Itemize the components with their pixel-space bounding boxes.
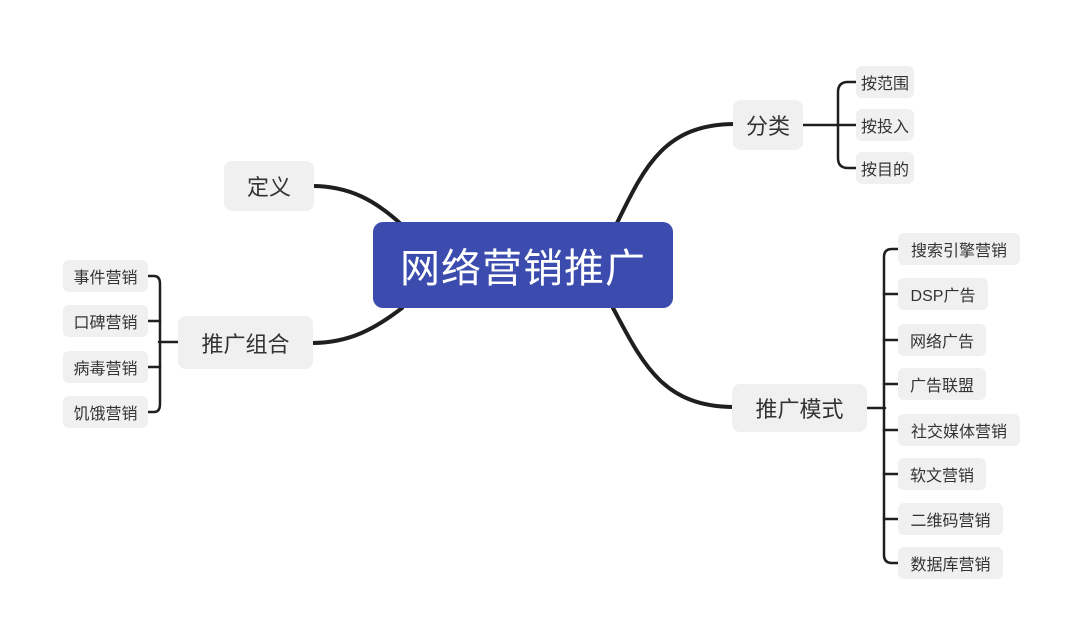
connector-promotion-mode-bracket [882, 247, 900, 565]
connector-root-promotion-mode [611, 306, 736, 409]
branch-promotion-mode-node[interactable]: 推广模式 [732, 384, 867, 432]
branch-definition-node[interactable]: 定义 [224, 161, 314, 211]
leaf-database-marketing-node[interactable]: 数据库营销 [898, 547, 1003, 579]
leaf-online-ads-node[interactable]: 网络广告 [898, 324, 986, 356]
connector-root-promotion-mix [310, 306, 404, 345]
leaf-search-engine-marketing-node[interactable]: 搜索引擎营销 [898, 233, 1020, 265]
leaf-event-marketing-node[interactable]: 事件营销 [63, 260, 148, 292]
branch-promotion-mix-node[interactable]: 推广组合 [178, 316, 313, 369]
leaf-word-of-mouth-marketing-node[interactable]: 口碑营销 [63, 305, 148, 337]
branch-classification-node[interactable]: 分类 [733, 100, 803, 150]
leaf-social-media-marketing-node[interactable]: 社交媒体营销 [898, 414, 1020, 446]
main-connectors [310, 122, 737, 409]
leaf-by-purpose-node[interactable]: 按目的 [856, 152, 914, 184]
connector-classification-bracket [836, 80, 858, 170]
leaf-soft-article-marketing-node[interactable]: 软文营销 [898, 458, 986, 490]
leaf-by-scope-node[interactable]: 按范围 [856, 66, 914, 98]
connector-root-classification [615, 122, 737, 225]
leaf-ad-network-node[interactable]: 广告联盟 [898, 368, 986, 400]
connector-root-definition [310, 184, 404, 227]
leaf-hunger-marketing-node[interactable]: 饥饿营销 [63, 396, 148, 428]
leaf-viral-marketing-node[interactable]: 病毒营销 [63, 351, 148, 383]
leaf-by-investment-node[interactable]: 按投入 [856, 109, 914, 141]
connector-promotion-mix-bracket [146, 274, 162, 414]
central-topic-node[interactable]: 网络营销推广 [373, 222, 673, 308]
sub-connectors [146, 80, 900, 565]
leaf-dsp-ads-node[interactable]: DSP广告 [898, 278, 988, 310]
leaf-qr-code-marketing-node[interactable]: 二维码营销 [898, 503, 1003, 535]
